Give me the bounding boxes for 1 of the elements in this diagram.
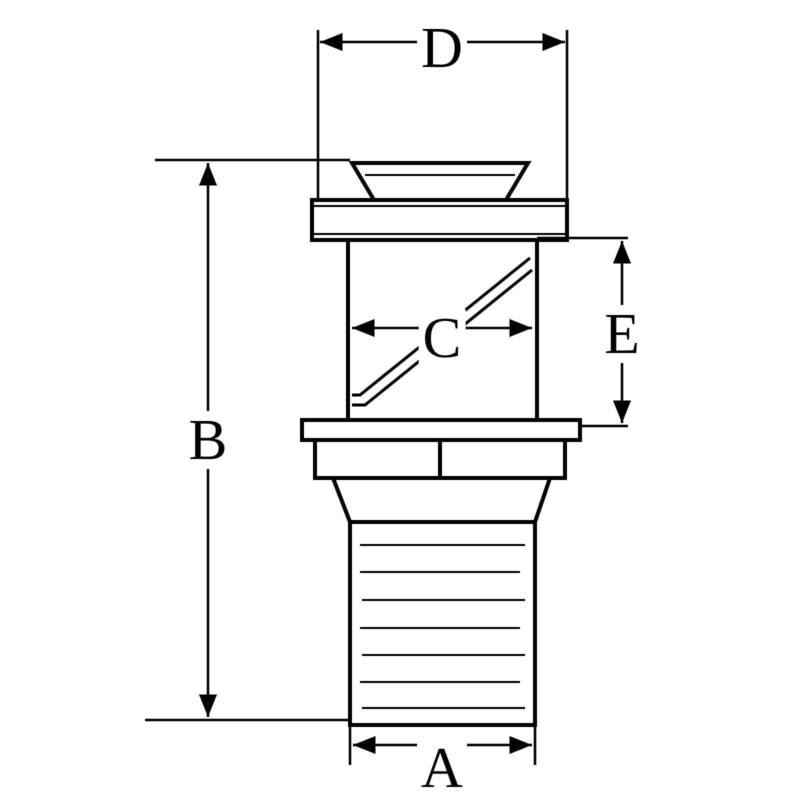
dimension-label: C xyxy=(418,309,466,367)
